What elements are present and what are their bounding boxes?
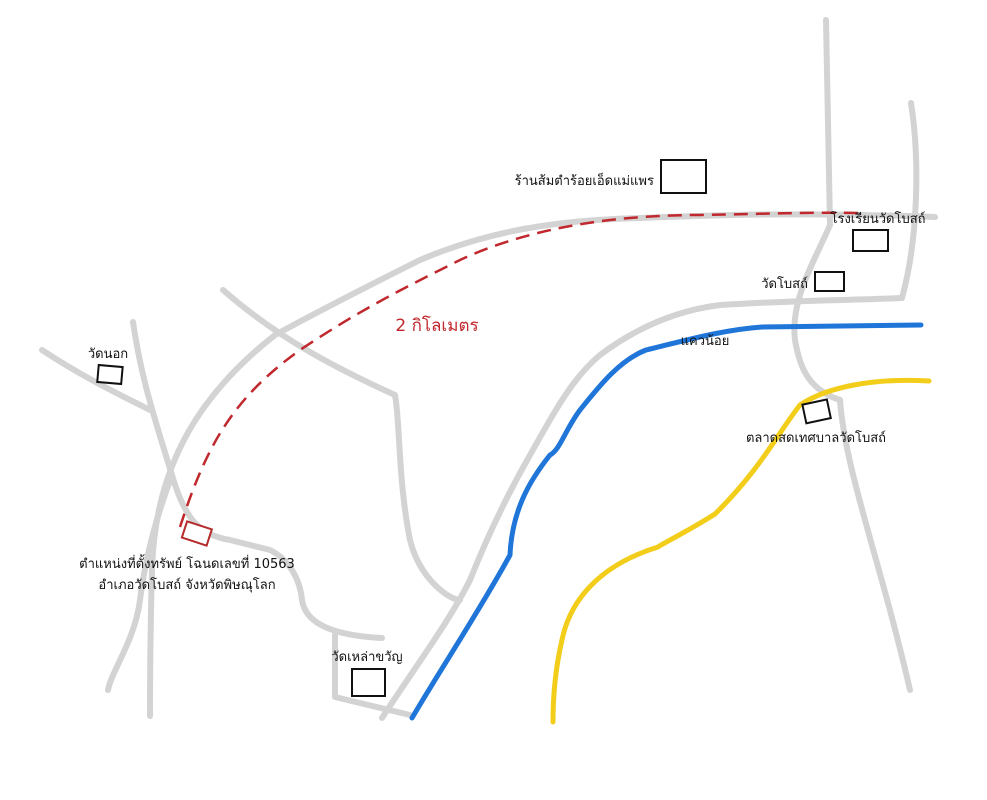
wat-lao-khwan-marker[interactable] [351, 668, 386, 697]
school-marker[interactable] [852, 229, 889, 252]
road-vertical-east-1 [823, 17, 833, 228]
wat-lao-khwan-label: วัดเหล่าขวัญ [331, 650, 402, 665]
road-wat-lao-khwan [332, 632, 413, 718]
road-wat-bot-link [791, 222, 913, 693]
highway-yellow [550, 377, 932, 725]
wat-bot-label: วัดโบสถ์ [761, 276, 808, 292]
market-marker[interactable] [801, 398, 832, 425]
road-far-left-vertical [130, 319, 385, 641]
distance-label: 2 กิโลเมตร [395, 315, 478, 336]
road-long-southwest [147, 332, 278, 719]
route-dashed [178, 211, 861, 528]
property-marker[interactable] [180, 520, 214, 547]
road-network [39, 17, 938, 721]
road-diagonal-center [220, 287, 463, 603]
wat-nok-label: วัดนอก [88, 347, 128, 362]
property-label-line1: ตำแหน่งที่ตั้งทรัพย์ โฉนดเลขที่ 10563 [79, 554, 295, 572]
school-label: โรงเรียนวัดโบสถ์ [830, 211, 925, 227]
som-tam-shop-marker[interactable] [660, 159, 707, 194]
road-wat-nok [39, 347, 153, 413]
wat-nok-marker[interactable] [96, 363, 124, 386]
property-label-line2: อำเภอวัดโบสถ์ จังหวัดพิษณุโลก [98, 577, 275, 593]
market-label: ตลาดสดเทศบาลวัดโบสถ์ [746, 430, 886, 446]
khwae-noi-river [409, 322, 924, 721]
som-tam-shop-label: ร้านส้มตำร้อยเอ็ดแม่แพร [515, 171, 654, 189]
road-to-river-bank [379, 295, 905, 721]
road-curve-east [899, 100, 920, 301]
river-label: แควน้อย [681, 334, 730, 349]
wat-bot-marker[interactable] [814, 271, 845, 292]
